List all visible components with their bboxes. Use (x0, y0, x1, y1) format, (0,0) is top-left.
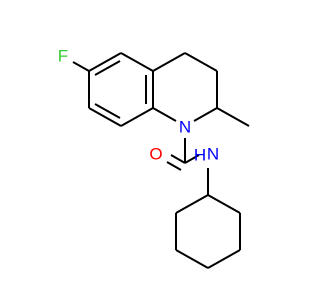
bond-carbonyl-o-2 (166, 161, 182, 171)
bond-c5-c6 (88, 52, 122, 72)
bond-carbonyl-o-1 (170, 154, 186, 164)
bond-c4-c3 (184, 52, 218, 72)
carbonyl-oxygen-label: O (149, 145, 162, 164)
bond-c4a-c5 (120, 52, 154, 72)
amide-hydrogen-label: H (194, 146, 206, 165)
bond-layer (72, 52, 250, 269)
bond-cy4-cy5 (175, 249, 209, 269)
bond-c2-n1 (193, 107, 218, 122)
bond-n1-c8a (152, 107, 177, 122)
bond-c5-c6-inner (94, 60, 121, 76)
bond-c7-c8-inner (94, 103, 121, 119)
fluorine-atom-label: F (58, 47, 68, 66)
amide-nitrogen-label: N (207, 145, 219, 164)
atom-label-layer: F N O H N (58, 47, 219, 165)
bond-c8-c8a (120, 107, 154, 127)
bond-cy1-cy2 (207, 194, 241, 214)
bond-cy3-cy4 (207, 249, 241, 269)
bond-carbonyl-amide-n (184, 154, 200, 164)
molecule-diagram: F N O H N (58, 47, 250, 269)
structure-canvas: F N O H N (57, 46, 250, 269)
bond-c7-c8 (88, 107, 122, 127)
bond-cy6-cy1 (175, 194, 209, 214)
bond-c4a-c4 (152, 52, 186, 72)
bond-c6-f (72, 61, 90, 72)
bond-c2-methyl (216, 107, 250, 127)
ring-nitrogen-label: N (179, 118, 191, 137)
